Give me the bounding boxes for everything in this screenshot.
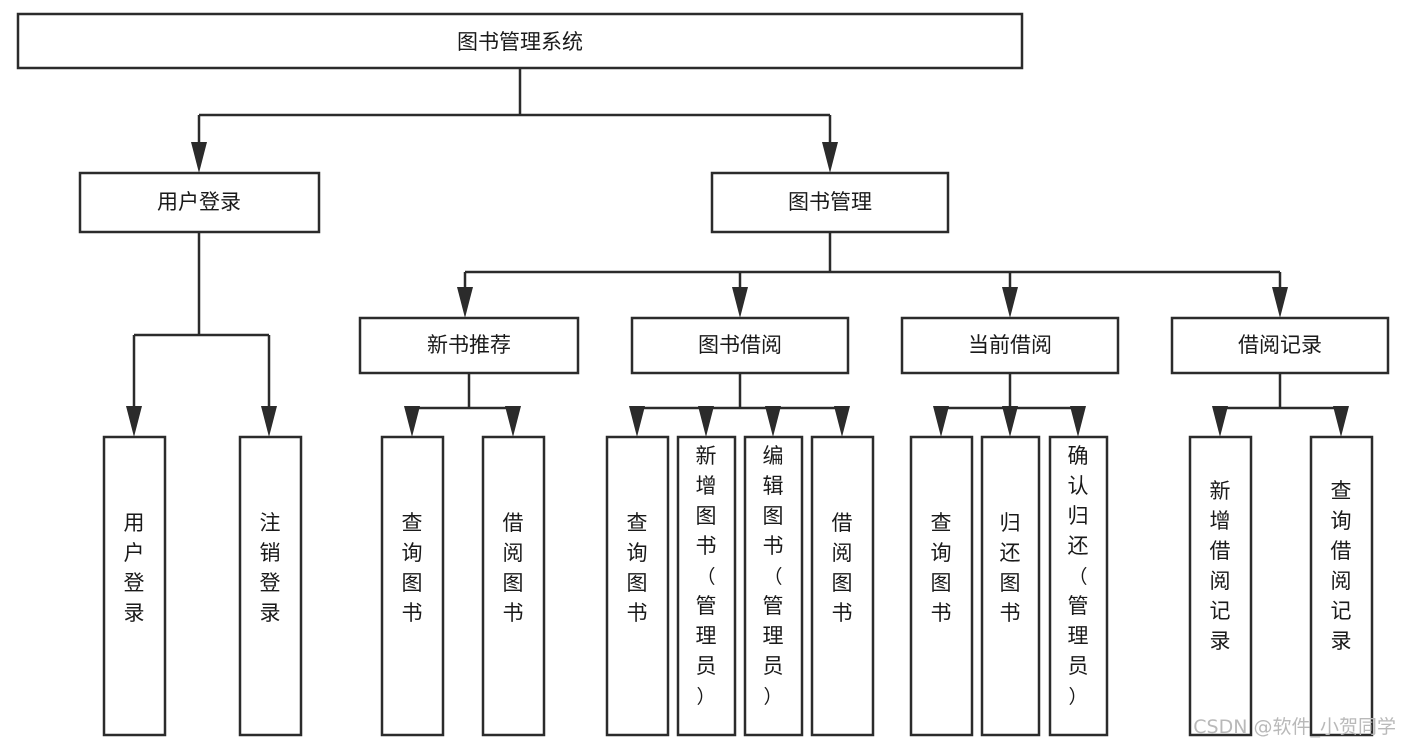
node-leaf-add-book-label: 新增图书（管理员） (696, 444, 717, 708)
node-new-book-recommend[interactable]: 新书推荐 (358, 316, 580, 375)
node-leaf-borrow-book-1-label: 借阅图书 (503, 511, 524, 625)
node-borrow-record-label: 借阅记录 (1238, 333, 1322, 357)
node-leaf-return-book-box[interactable] (980, 435, 1041, 737)
node-leaf-edit-book-box[interactable] (743, 435, 804, 737)
node-leaf-add-record-box[interactable] (1188, 435, 1253, 737)
node-leaf-logout-login-box[interactable] (238, 435, 303, 737)
node-leaf-query-record-label: 查询借阅记录 (1331, 479, 1352, 653)
node-leaf-confirm-return[interactable]: 确认归还（管理员） (1048, 435, 1109, 737)
node-leaf-return-book-label: 归还图书 (1000, 511, 1021, 625)
node-leaf-query-book-3-label: 查询图书 (931, 511, 952, 625)
node-leaf-query-record[interactable]: 查询借阅记录 (1309, 435, 1374, 737)
node-leaf-logout-login-label: 注销登录 (260, 511, 281, 625)
node-book-manage-label: 图书管理 (788, 190, 872, 214)
node-book-borrow-label: 图书借阅 (698, 333, 782, 357)
node-current-borrow-box[interactable] (900, 316, 1120, 375)
arrowhead-user-login (191, 142, 207, 173)
node-root-box[interactable] (16, 12, 1024, 70)
node-leaf-add-book[interactable]: 新增图书（管理员） (676, 435, 737, 737)
node-leaf-query-book-3[interactable]: 查询图书 (909, 435, 974, 737)
node-book-borrow[interactable]: 图书借阅 (630, 316, 850, 375)
node-book-borrow-box[interactable] (630, 316, 850, 375)
node-leaf-query-record-box[interactable] (1309, 435, 1374, 737)
arrowhead-leaf-add-record (1212, 406, 1228, 437)
arrowhead-book-borrow (732, 287, 748, 318)
arrowhead-leaf-add-book (698, 406, 714, 437)
arrowhead-new-book-recommend (457, 287, 473, 318)
arrowhead-borrow-record (1272, 287, 1288, 318)
node-book-manage-box[interactable] (710, 171, 950, 234)
node-root-label: 图书管理系统 (457, 30, 583, 54)
node-root[interactable]: 图书管理系统 (16, 12, 1024, 70)
node-leaf-return-book[interactable]: 归还图书 (980, 435, 1041, 737)
arrowhead-leaf-edit-book (765, 406, 781, 437)
arrowhead-leaf-query-book-1 (404, 406, 420, 437)
arrowhead-leaf-return-book (1002, 406, 1018, 437)
node-leaf-edit-book-label: 编辑图书（管理员） (763, 444, 784, 708)
node-new-book-recommend-label: 新书推荐 (427, 333, 511, 357)
node-leaf-add-book-box[interactable] (676, 435, 737, 737)
arrowhead-leaf-query-book-2 (629, 406, 645, 437)
node-leaf-edit-book[interactable]: 编辑图书（管理员） (743, 435, 804, 737)
node-leaf-borrow-book-1[interactable]: 借阅图书 (481, 435, 546, 737)
node-leaf-add-record-label: 新增借阅记录 (1210, 479, 1231, 653)
arrowhead-leaf-query-record (1333, 406, 1349, 437)
node-leaf-user-login-box[interactable] (102, 435, 167, 737)
node-current-borrow[interactable]: 当前借阅 (900, 316, 1120, 375)
arrowhead-leaf-confirm-return (1070, 406, 1086, 437)
arrowhead-leaf-borrow-book-2 (834, 406, 850, 437)
node-new-book-recommend-box[interactable] (358, 316, 580, 375)
node-leaf-query-book-1-box[interactable] (380, 435, 445, 737)
node-leaf-query-book-2[interactable]: 查询图书 (605, 435, 670, 737)
node-borrow-record[interactable]: 借阅记录 (1170, 316, 1390, 375)
node-user-login-box[interactable] (78, 171, 321, 234)
node-borrow-record-box[interactable] (1170, 316, 1390, 375)
node-leaf-borrow-book-2-label: 借阅图书 (832, 511, 853, 625)
node-leaf-logout-login[interactable]: 注销登录 (238, 435, 303, 737)
node-leaf-query-book-1-label: 查询图书 (402, 511, 423, 625)
node-leaf-borrow-book-2-box[interactable] (810, 435, 875, 737)
node-leaf-query-book-2-label: 查询图书 (627, 511, 648, 625)
connector-layer (126, 68, 1349, 437)
node-user-login[interactable]: 用户登录 (78, 171, 321, 234)
node-book-manage[interactable]: 图书管理 (710, 171, 950, 234)
node-leaf-query-book-3-box[interactable] (909, 435, 974, 737)
arrowhead-book-manage (822, 142, 838, 173)
arrowhead-leaf-user-login (126, 406, 142, 437)
csdn-watermark: CSDN @软件_小贺同学 (1193, 716, 1396, 738)
node-leaf-add-record[interactable]: 新增借阅记录 (1188, 435, 1253, 737)
node-leaf-confirm-return-box[interactable] (1048, 435, 1109, 737)
arrowhead-leaf-logout-login (261, 406, 277, 437)
node-leaf-confirm-return-label: 确认归还（管理员） (1068, 444, 1089, 708)
node-leaf-query-book-2-box[interactable] (605, 435, 670, 737)
node-leaf-borrow-book-2[interactable]: 借阅图书 (810, 435, 875, 737)
node-leaf-user-login[interactable]: 用户登录 (102, 435, 167, 737)
node-current-borrow-label: 当前借阅 (968, 333, 1052, 357)
arrowhead-leaf-query-book-3 (933, 406, 949, 437)
node-user-login-label: 用户登录 (157, 190, 241, 214)
arrowhead-leaf-borrow-book-1 (505, 406, 521, 437)
node-leaf-query-book-1[interactable]: 查询图书 (380, 435, 445, 737)
arrowhead-current-borrow (1002, 287, 1018, 318)
node-leaf-borrow-book-1-box[interactable] (481, 435, 546, 737)
node-leaf-user-login-label: 用户登录 (124, 511, 145, 625)
